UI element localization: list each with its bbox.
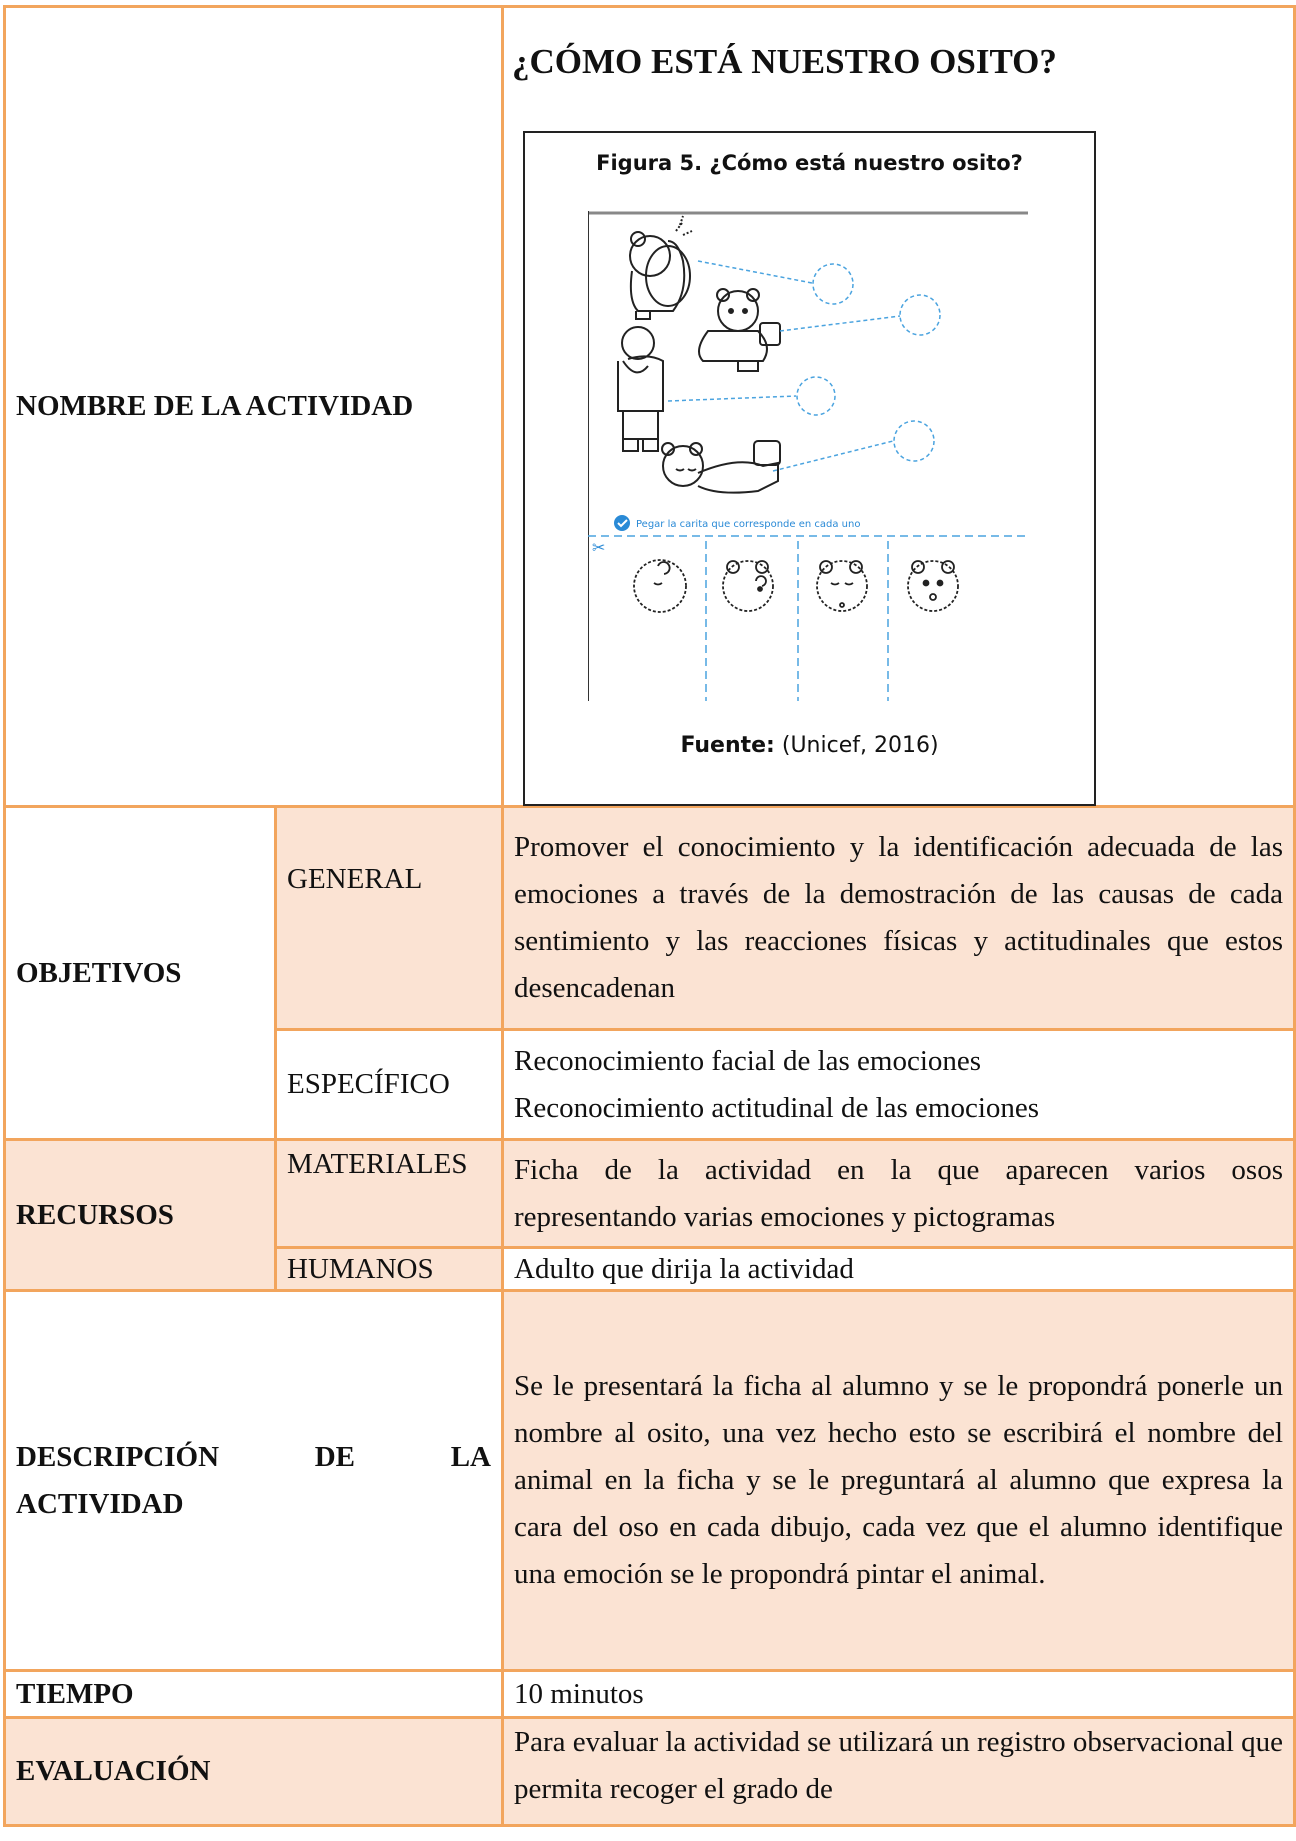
description-word-2: DE (314, 1440, 356, 1473)
scissors-icon: ✂ (592, 538, 605, 557)
face-slot-2 (899, 294, 941, 336)
instruction-text: Pegar la carita que corresponde en cada … (636, 519, 860, 530)
specific-label: ESPECÍFICO (273, 1028, 505, 1141)
description-row: DESCRIPCIÓN DE LA ACTIVIDAD Se le presen… (2, 1289, 1296, 1672)
description-word-1: DESCRIPCIÓN (16, 1440, 220, 1473)
bear-content-icon (698, 288, 781, 372)
worksheet-illustration: Pegar la carita que corresponde en cada … (588, 211, 1028, 701)
resources-materials-row: RECURSOS MATERIALES Ficha de la activida… (3, 1138, 1296, 1292)
figure-source-text: (Unicef, 2016) (781, 733, 939, 758)
description-label: DESCRIPCIÓN DE LA ACTIVIDAD (2, 1289, 505, 1672)
objectives-label: OBJETIVOS (3, 805, 277, 1141)
check-icon (614, 515, 630, 531)
bear-sad-icon (629, 215, 693, 320)
objective-specific-row: ESPECÍFICO Reconocimiento facial de las … (5, 1028, 1296, 1141)
materials-label: MATERIALES (273, 1138, 505, 1249)
general-label: GENERAL (273, 805, 505, 1031)
evaluation-text: Para evaluar la actividad se utilizará u… (501, 1716, 1296, 1827)
activity-name-label: NOMBRE DE LA ACTIVIDAD (2, 5, 505, 808)
evaluation-label: EVALUACIÓN (2, 1716, 505, 1827)
resources-label: RECURSOS (3, 1138, 277, 1292)
resources-humans-row: HUMANOS Adulto que dirija la actividad (5, 1246, 1296, 1292)
bear-tired-icon (661, 440, 781, 494)
general-text: Promover el conocimiento y la identifica… (501, 805, 1296, 1031)
time-row: TIEMPO 10 minutos (2, 1669, 1296, 1719)
description-text: Se le presentará la ficha al alumno y se… (501, 1289, 1296, 1672)
description-word-3: LA (450, 1440, 491, 1473)
bear-shy-icon (617, 326, 664, 452)
specific-line-1: Reconocimiento facial de las emociones (514, 1044, 982, 1077)
face-slot-3 (796, 376, 836, 416)
specific-line-2: Reconocimiento actitudinal de las emocio… (514, 1091, 1040, 1124)
face-slot-4 (893, 420, 935, 462)
figure-box: Figura 5. ¿Cómo está nuestro osito? (523, 131, 1096, 806)
specific-text: Reconocimiento facial de las emociones R… (501, 1028, 1296, 1141)
face-side-icon (722, 560, 774, 612)
figure-source-label: Fuente: (680, 733, 775, 758)
activity-title: ¿CÓMO ESTÁ NUESTRO OSITO? (512, 42, 1057, 81)
figure-source: Fuente: (Unicef, 2016) (525, 733, 1094, 758)
evaluation-row: EVALUACIÓN Para evaluar la actividad se … (2, 1716, 1296, 1827)
face-surprised-icon (907, 560, 959, 612)
face-slot-1 (812, 263, 854, 305)
face-sleepy-icon (633, 559, 687, 613)
time-label: TIEMPO (2, 1669, 505, 1719)
figure-caption: Figura 5. ¿Cómo está nuestro osito? (596, 151, 1023, 175)
time-text: 10 minutos (501, 1669, 1296, 1719)
objective-general-row: OBJETIVOS GENERAL Promover el conocimien… (3, 805, 1296, 1141)
materials-text: Ficha de la actividad en la que aparecen… (501, 1138, 1296, 1249)
humans-text: Adulto que dirija la actividad (501, 1246, 1296, 1292)
description-word-4: ACTIVIDAD (16, 1487, 184, 1520)
face-sad-icon (816, 560, 868, 612)
humans-label: HUMANOS (273, 1246, 505, 1292)
